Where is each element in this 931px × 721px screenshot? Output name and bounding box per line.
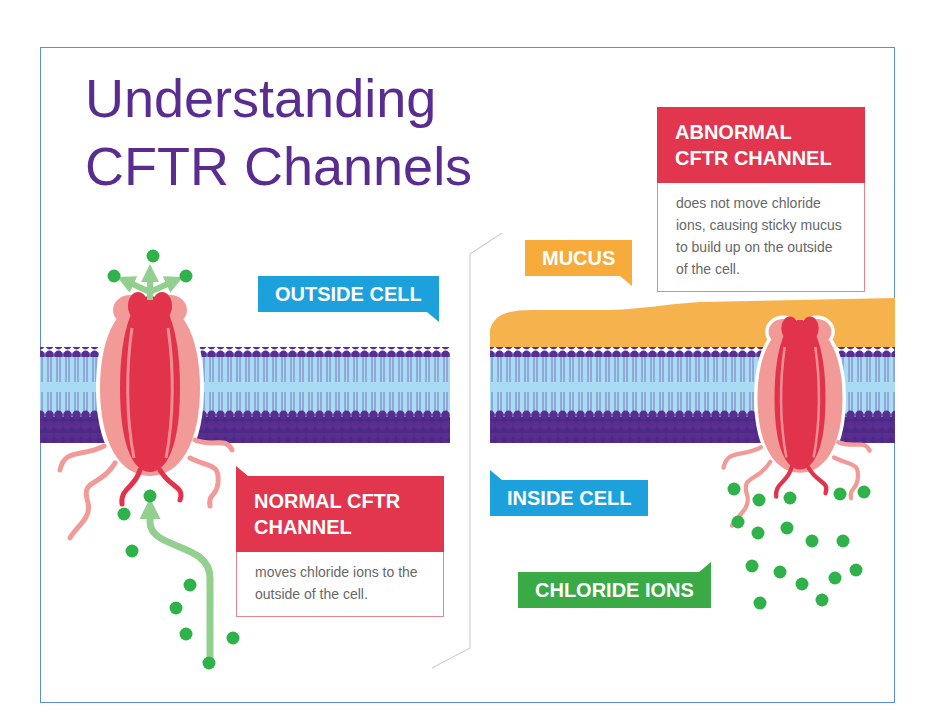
lipid-heads: [40, 433, 450, 443]
ion-dot: [796, 578, 809, 591]
label-tag: INSIDE CELL: [490, 480, 648, 516]
flow-arrow: [150, 282, 172, 292]
flow-arrow: [150, 512, 210, 668]
ion-dot: [752, 527, 765, 540]
callout-card: NORMAL CFTR CHANNELmoves chloride ions t…: [236, 476, 444, 617]
tag-text: INSIDE CELL: [507, 487, 631, 509]
ion-dot: [834, 488, 847, 501]
ion-dot: [184, 579, 197, 592]
ion-dot: [774, 566, 787, 579]
tag-text: CHLORIDE IONS: [535, 579, 694, 601]
ion-dot: [728, 483, 741, 496]
normal-channel: [60, 292, 232, 538]
ion-dot: [144, 490, 157, 503]
card-heading: NORMAL CFTR CHANNEL: [236, 476, 444, 552]
diagram-title: Understanding CFTR Channels: [85, 64, 525, 200]
ion-dot: [781, 522, 794, 535]
frame: [41, 48, 895, 703]
ion-dot: [858, 486, 871, 499]
ion-dot: [180, 270, 193, 283]
label-tag: OUTSIDE CELL: [258, 276, 439, 312]
ion-dot: [732, 516, 745, 529]
flow-arrow: [128, 282, 150, 292]
ion-dot: [784, 492, 797, 505]
ion-dot: [227, 632, 240, 645]
ion-dot: [753, 494, 766, 507]
ion-dot: [170, 602, 183, 615]
ion-dot: [850, 564, 863, 577]
mucus-layer: [490, 298, 895, 347]
label-tag: CHLORIDE IONS: [518, 572, 711, 608]
ion-dot: [126, 545, 139, 558]
ion-dot: [203, 657, 216, 670]
abnormal-channel: [724, 316, 870, 525]
card-body: moves chloride ions to the outside of th…: [236, 552, 444, 617]
card-heading: ABNORMAL CFTR CHANNEL: [657, 107, 865, 183]
ion-dot: [746, 560, 759, 573]
callout-card: ABNORMAL CFTR CHANNELdoes not move chlor…: [657, 107, 865, 292]
ion-dot: [837, 535, 850, 548]
ion-dot: [806, 535, 819, 548]
ion-dot: [754, 597, 767, 610]
chloride-ions: [108, 250, 871, 670]
ion-dot: [816, 594, 829, 607]
ion-dot: [147, 250, 160, 263]
card-body: does not move chloride ions, causing sti…: [657, 183, 865, 292]
ion-dot: [180, 628, 193, 641]
ion-dot: [118, 508, 131, 521]
tag-text: OUTSIDE CELL: [275, 283, 422, 305]
tag-text: MUCUS: [542, 247, 615, 269]
ion-dot: [829, 572, 842, 585]
ion-flow-arrows: [128, 276, 210, 668]
label-tag: MUCUS: [525, 240, 632, 276]
ion-dot: [108, 270, 121, 283]
